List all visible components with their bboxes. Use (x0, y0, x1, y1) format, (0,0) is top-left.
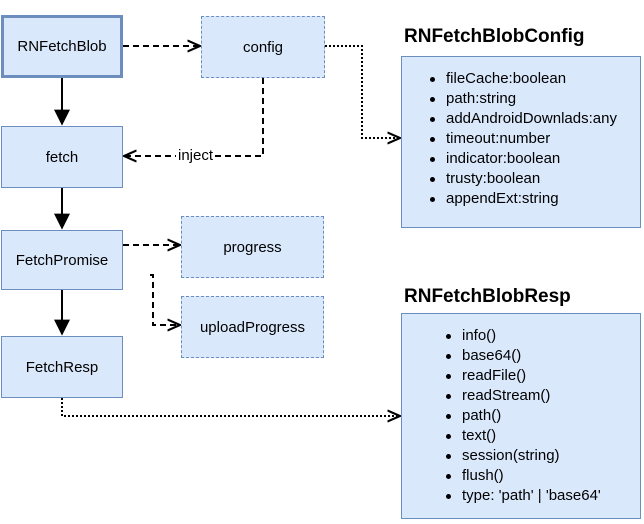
list-item: indicator:boolean (426, 149, 640, 169)
list-item: trusty:boolean (426, 169, 640, 189)
node-fetchpromise-label: FetchPromise (15, 251, 109, 269)
list-item: info() (442, 326, 640, 346)
arrow-fetchpromise-to-uploadprogress (150, 274, 180, 325)
resp-panel-title: RNFetchBlobResp (404, 286, 571, 307)
edge-label-inject: inject (176, 147, 216, 164)
node-fetchresp: FetchResp (1, 336, 123, 398)
arrow-config-inject-fetch (124, 78, 264, 156)
node-uploadprogress: uploadProgress (181, 296, 324, 358)
list-item: readStream() (442, 386, 640, 406)
arrow-fetchresp-to-resppanel (61, 398, 400, 416)
list-item: readFile() (442, 366, 640, 386)
list-item: fileCache:boolean (426, 69, 640, 89)
list-item: base64() (442, 346, 640, 366)
node-fetchpromise: FetchPromise (1, 230, 123, 290)
arrow-config-to-configpanel (325, 45, 400, 138)
resp-panel: info()base64()readFile()readStream()path… (401, 313, 641, 519)
node-uploadprogress-label: uploadProgress (199, 318, 306, 336)
list-item: timeout:number (426, 129, 640, 149)
list-item: session(string) (442, 446, 640, 466)
node-config: config (201, 16, 325, 78)
list-item: appendExt:string (426, 189, 640, 209)
list-item: addAndroidDownlads:any (426, 109, 640, 129)
node-progress-label: progress (223, 238, 282, 256)
node-fetch: fetch (1, 126, 123, 188)
node-config-label: config (242, 38, 284, 56)
node-rnfetchblob: RNFetchBlob (1, 15, 123, 78)
list-item: path() (442, 406, 640, 426)
list-item: type: 'path' | 'base64' (442, 486, 640, 506)
node-rnfetchblob-label: RNFetchBlob (17, 38, 107, 55)
list-item: flush() (442, 466, 640, 486)
list-item: path:string (426, 89, 640, 109)
node-progress: progress (181, 216, 324, 278)
node-fetchresp-label: FetchResp (25, 358, 99, 376)
config-panel-title: RNFetchBlobConfig (404, 26, 585, 47)
list-item: text() (442, 426, 640, 446)
node-fetch-label: fetch (45, 148, 79, 166)
resp-panel-list: info()base64()readFile()readStream()path… (442, 326, 640, 506)
